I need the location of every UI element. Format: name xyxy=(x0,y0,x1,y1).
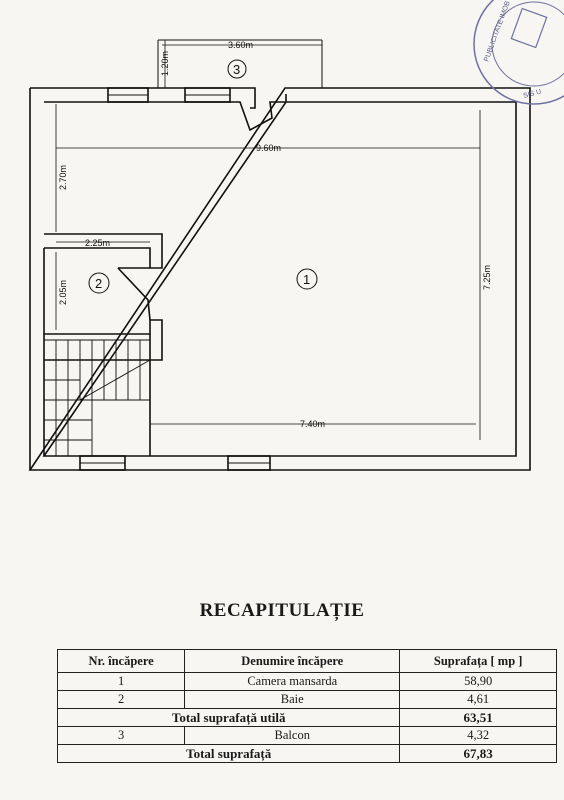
svg-text:3: 3 xyxy=(233,62,240,77)
stamp-arc-text-2: SIS U xyxy=(523,88,542,99)
cell-nr: 2 xyxy=(56,690,186,709)
dimension-lines xyxy=(55,40,481,440)
table-header-row: Nr. încăpere Denumire încăpere Suprafața… xyxy=(56,649,557,673)
recap-table: Nr. încăpere Denumire încăpere Suprafața… xyxy=(56,649,557,763)
stamp-arc-text-1: PUBLICITATE IMOB xyxy=(483,0,512,63)
header-area: Suprafața [ mp ] xyxy=(399,649,557,673)
table-row: 3 Balcon 4,32 xyxy=(56,726,557,745)
grand-total-value: 67,83 xyxy=(399,744,557,763)
dim-right-height: 7.25m xyxy=(482,265,492,290)
cell-name: Camera mansarda xyxy=(184,672,401,691)
header-nr: Nr. încăpere xyxy=(56,649,186,673)
dim-bath-height: 2.05m xyxy=(58,280,68,305)
useful-total-label: Total suprafață utilă xyxy=(56,708,401,727)
cell-area: 58,90 xyxy=(399,672,557,691)
cell-nr: 3 xyxy=(56,726,186,745)
dim-balcony-depth: 1.20m xyxy=(160,51,170,76)
outer-walls xyxy=(28,39,531,471)
dim-bottom-width: 7.40m xyxy=(300,419,325,429)
room-marker-1: 1 xyxy=(296,268,318,290)
official-stamp: PUBLICITATE IMOB SIS U 1013 xyxy=(473,0,564,105)
cell-name: Baie xyxy=(184,690,401,709)
grand-total-row: Total suprafață 67,83 xyxy=(56,744,557,763)
floor-plan: 3.60m 1.20m 9.60m 2.70m 2.25m 2.05m 7.25… xyxy=(28,39,531,471)
dim-balcony-width: 3.60m xyxy=(228,40,253,50)
dim-bath-width: 2.25m xyxy=(85,238,110,248)
cell-area: 4,61 xyxy=(399,690,557,709)
room-marker-3: 3 xyxy=(227,59,247,79)
cell-area: 4,32 xyxy=(399,726,557,745)
header-name: Denumire încăpere xyxy=(184,649,401,673)
useful-total-row: Total suprafață utilă 63,51 xyxy=(56,708,557,727)
cell-nr: 1 xyxy=(56,672,186,691)
table-row: 2 Baie 4,61 xyxy=(56,690,557,709)
table-row: 1 Camera mansarda 58,90 xyxy=(56,672,557,691)
room-marker-2: 2 xyxy=(88,272,110,294)
staircase xyxy=(44,339,151,456)
recap-title: RECAPITULAȚIE xyxy=(199,600,365,621)
useful-total-value: 63,51 xyxy=(399,708,557,727)
dim-left-height: 2.70m xyxy=(58,165,68,190)
svg-text:1: 1 xyxy=(303,272,310,287)
grand-total-label: Total suprafață xyxy=(56,744,401,763)
svg-text:2: 2 xyxy=(95,276,102,291)
cell-name: Balcon xyxy=(184,726,401,745)
dim-total-width: 9.60m xyxy=(256,143,281,153)
